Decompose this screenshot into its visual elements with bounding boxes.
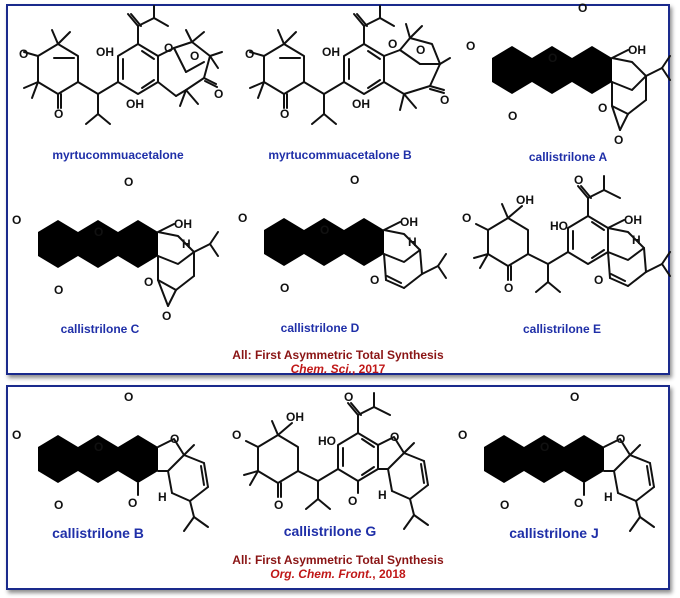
svg-text:H: H — [632, 233, 641, 247]
svg-text:O: O — [500, 498, 509, 512]
svg-text:O: O — [574, 173, 583, 187]
svg-text:O: O — [320, 223, 329, 237]
svg-text:OH: OH — [516, 193, 534, 207]
svg-text:O: O — [350, 173, 359, 187]
compound-name-callistrilone-c: callistrilone C — [60, 322, 140, 336]
svg-text:O: O — [190, 49, 199, 63]
svg-text:O: O — [348, 494, 357, 508]
svg-text:O: O — [94, 440, 103, 454]
svg-text:O: O — [12, 428, 21, 442]
svg-text:O: O — [19, 47, 28, 61]
svg-text:OH: OH — [174, 217, 192, 231]
svg-text:O: O — [388, 37, 397, 51]
svg-text:O: O — [614, 133, 623, 147]
svg-text:O: O — [214, 87, 223, 101]
svg-text:OH: OH — [96, 45, 114, 59]
svg-text:H: H — [604, 490, 613, 504]
svg-text:O: O — [238, 211, 247, 225]
svg-text:O: O — [540, 440, 549, 454]
top-caption-title: All: First Asymmetric Total Synthesis — [232, 348, 444, 362]
svg-text:OH: OH — [628, 43, 646, 57]
structure-callistrilone-d: O O O O OH O H — [238, 173, 447, 322]
svg-text:O: O — [344, 390, 353, 404]
compound-name-myrtucommuacetalone-b: myrtucommuacetalone B — [268, 148, 412, 162]
svg-text:O: O — [232, 428, 241, 442]
structure-callistrilone-c: O O O O OH O H O — [12, 175, 219, 324]
svg-text:O: O — [578, 1, 587, 15]
svg-text:O: O — [462, 211, 471, 225]
bottom-caption-year: , 2018 — [372, 567, 406, 581]
compound-name-callistrilone-d: callistrilone D — [280, 321, 360, 335]
top-caption: All: First Asymmetric Total Synthesis Ch… — [232, 348, 443, 376]
svg-text:O: O — [170, 432, 179, 446]
svg-text:OH: OH — [126, 97, 144, 111]
svg-text:O: O — [416, 43, 425, 57]
compound-name-callistrilone-b: callistrilone B — [52, 525, 144, 541]
svg-text:H: H — [378, 488, 387, 502]
svg-text:O: O — [54, 283, 63, 297]
svg-text:HO: HO — [318, 434, 336, 448]
svg-text:O: O — [94, 225, 103, 239]
svg-text:OH: OH — [624, 213, 642, 227]
svg-text:OH: OH — [352, 97, 370, 111]
structure-myrtucommuacetalone: O O OH OH O O O — [14, 5, 224, 142]
bottom-caption-reference: Org. Chem. Front., 2018 — [232, 567, 443, 581]
compound-name-callistrilone-j: callistrilone J — [509, 525, 599, 541]
svg-text:O: O — [162, 309, 171, 323]
svg-text:O: O — [124, 390, 133, 404]
structure-callistrilone-j: O O O O O O H — [458, 390, 664, 539]
bottom-caption-journal: Org. Chem. Front. — [270, 567, 373, 581]
svg-text:H: H — [158, 490, 167, 504]
top-caption-reference: Chem. Sci., 2017 — [232, 362, 443, 376]
svg-text:O: O — [508, 109, 517, 123]
structure-callistrilone-b: O O O O O O H — [12, 390, 218, 539]
svg-text:O: O — [54, 498, 63, 512]
svg-text:O: O — [12, 213, 21, 227]
svg-text:O: O — [164, 41, 173, 55]
compound-name-callistrilone-e: callistrilone E — [522, 322, 602, 336]
svg-text:OH: OH — [400, 215, 418, 229]
svg-text:O: O — [548, 51, 557, 65]
svg-text:O: O — [280, 281, 289, 295]
compound-name-callistrilone-a: callistrilone A — [528, 150, 608, 164]
bottom-caption: All: First Asymmetric Total Synthesis Or… — [232, 553, 443, 581]
top-caption-journal: Chem. Sci. — [290, 362, 352, 376]
svg-text:O: O — [458, 428, 467, 442]
svg-text:O: O — [245, 47, 254, 61]
structure-callistrilone-a: O O O O OH O O — [466, 1, 672, 150]
svg-text:O: O — [280, 107, 289, 121]
svg-text:O: O — [144, 275, 153, 289]
bottom-caption-title: All: First Asymmetric Total Synthesis — [232, 553, 444, 567]
svg-text:O: O — [504, 281, 513, 295]
bottom-panel: O O O O O O H callistrilone B — [6, 385, 670, 590]
svg-text:HO: HO — [550, 219, 568, 233]
svg-text:O: O — [466, 39, 475, 53]
svg-text:O: O — [440, 93, 449, 107]
compound-name-myrtucommuacetalone: myrtucommuacetalone — [52, 148, 184, 162]
svg-text:H: H — [408, 235, 417, 249]
svg-text:O: O — [370, 273, 379, 287]
svg-text:O: O — [570, 390, 579, 404]
compound-name-callistrilone-g: callistrilone G — [283, 523, 377, 539]
svg-text:O: O — [124, 175, 133, 189]
svg-text:O: O — [594, 273, 603, 287]
svg-text:O: O — [54, 107, 63, 121]
svg-text:O: O — [598, 101, 607, 115]
svg-text:O: O — [574, 496, 583, 510]
svg-text:O: O — [616, 432, 625, 446]
svg-text:OH: OH — [286, 410, 304, 424]
svg-text:OH: OH — [322, 45, 340, 59]
structure-myrtucommuacetalone-b: O O OH OH O O O — [240, 5, 451, 142]
svg-text:O: O — [274, 498, 283, 512]
top-caption-year: , 2017 — [351, 362, 386, 376]
svg-text:H: H — [182, 237, 191, 251]
svg-text:O: O — [390, 430, 399, 444]
svg-text:O: O — [128, 496, 137, 510]
